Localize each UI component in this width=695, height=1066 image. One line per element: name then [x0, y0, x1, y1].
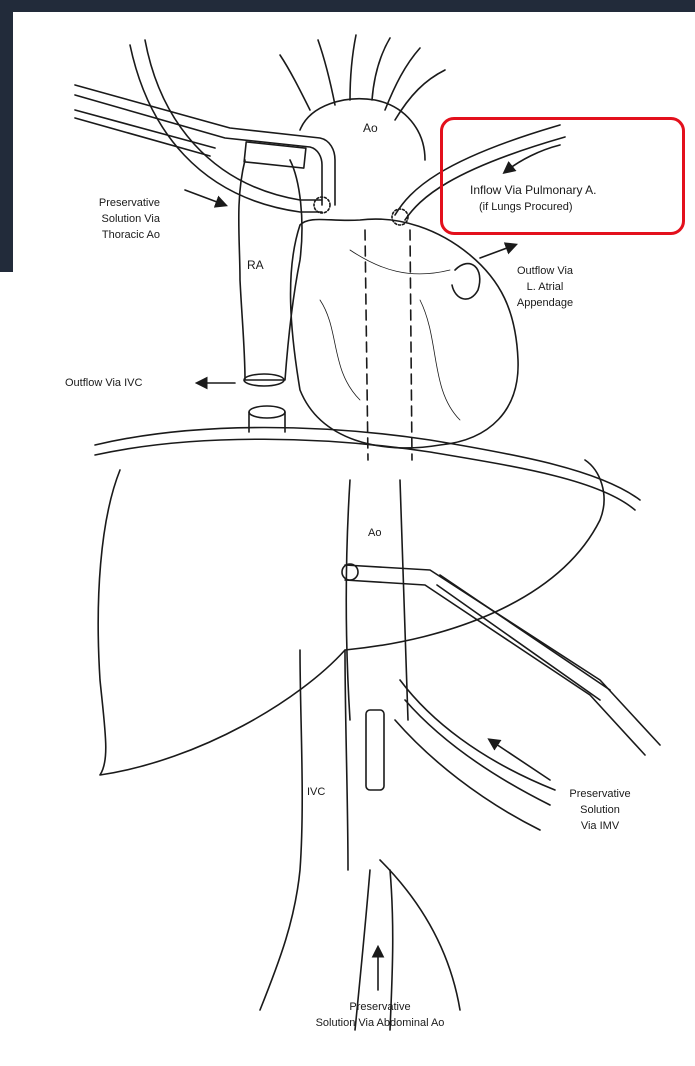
label-ra: RA [247, 258, 264, 273]
imv-vessels [395, 680, 555, 830]
label-outflow-atrial-1: Outflow Via [505, 264, 585, 279]
label-ivc: IVC [307, 785, 325, 800]
liver-outline [98, 460, 604, 775]
arrow-thoracic [185, 190, 225, 205]
thoracic-cannula-tubes [75, 40, 335, 212]
left-atrial-appendage [452, 264, 480, 300]
label-preservative-abdominal-1: Preservative [280, 1000, 480, 1015]
label-inflow-line2: (if Lungs Procured) [479, 200, 573, 215]
label-ao-abdominal: Ao [368, 526, 381, 541]
label-ao-top: Ao [363, 121, 378, 136]
label-preservative-abdominal-2: Solution Via Abdominal Ao [280, 1016, 480, 1031]
highlight-box-inflow [440, 117, 685, 235]
arrow-outflow-atrial [480, 245, 515, 258]
label-outflow-atrial-3: Appendage [505, 296, 585, 311]
label-preservative-thoracic-1: Preservative [84, 196, 160, 211]
abdominal-cannula-clamp [342, 564, 660, 755]
abdominal-aorta-left [346, 480, 350, 720]
label-preservative-imv-1: Preservative [555, 787, 645, 802]
label-preservative-imv-2: Solution [555, 803, 645, 818]
heart-outline [291, 219, 519, 448]
label-inflow-line1: Inflow Via Pulmonary A. [470, 183, 597, 198]
label-preservative-imv-3: Via IMV [555, 819, 645, 834]
label-outflow-ivc: Outflow Via IVC [65, 376, 142, 391]
label-preservative-thoracic-2: Solution Via [84, 212, 160, 227]
aortic-arch-branches [280, 35, 445, 120]
label-preservative-thoracic-3: Thoracic Ao [84, 228, 160, 243]
label-outflow-atrial-2: L. Atrial [505, 280, 585, 295]
